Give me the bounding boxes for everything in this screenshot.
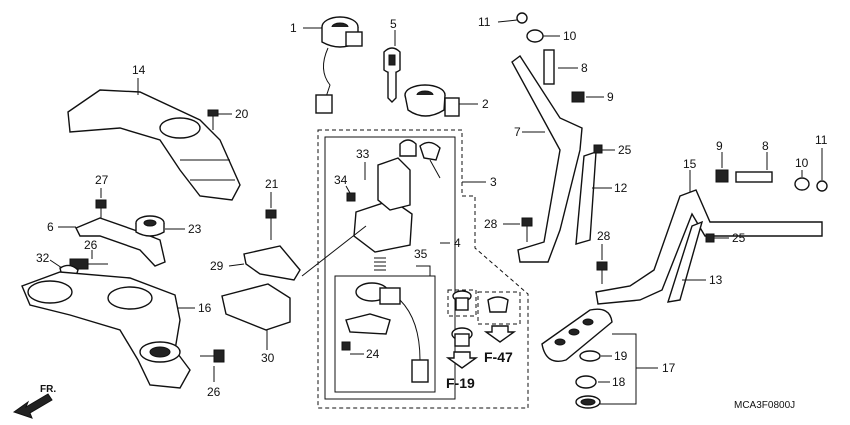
inner-assembly-box [324, 136, 456, 400]
key-fob-part[interactable] [541, 308, 613, 362]
sensor-part[interactable] [345, 282, 429, 383]
front-direction-arrow-icon [12, 393, 53, 419]
callout-32: 32 [36, 251, 50, 265]
callout-11a: 11 [478, 15, 491, 29]
callout-13: 13 [709, 273, 723, 287]
f19-box [447, 289, 477, 317]
handle-pipe-left-part[interactable] [595, 189, 823, 305]
callout-28a: 28 [484, 217, 498, 231]
lock-cover-part[interactable] [404, 84, 460, 117]
callout-12: 12 [614, 181, 628, 195]
callout-26b: 26 [207, 385, 221, 399]
callout-35: 35 [414, 247, 428, 261]
callout-29: 29 [210, 259, 224, 273]
callout-23: 23 [188, 222, 202, 236]
callout-11b: 11 [815, 133, 828, 147]
callout-25b: 25 [732, 231, 746, 245]
switch-body-part[interactable] [353, 139, 441, 253]
bolt-21-part[interactable] [265, 209, 277, 240]
callout-3: 3 [490, 175, 497, 189]
callout-9a: 9 [607, 90, 614, 104]
bar-end-8-lower-part[interactable] [735, 171, 773, 183]
f19-part[interactable] [451, 290, 473, 347]
bolt-11-upper-part[interactable] [516, 12, 528, 24]
diagram-code: MCA3F0800J [734, 400, 795, 411]
callout-8a: 8 [581, 61, 588, 75]
f47-arrow-icon [483, 325, 517, 343]
callout-1: 1 [290, 21, 297, 35]
nut-9-lower-part[interactable] [715, 169, 729, 183]
callout-5: 5 [390, 17, 397, 31]
callout-8b: 8 [762, 139, 769, 153]
cover-30-part[interactable] [221, 283, 291, 331]
callout-33: 33 [356, 147, 370, 161]
callout-9b: 9 [716, 139, 723, 153]
screw-24-part[interactable] [341, 341, 351, 351]
nut-9-upper-part[interactable] [571, 91, 585, 103]
callout-17: 17 [662, 361, 676, 375]
bracket-13-part[interactable] [666, 220, 704, 303]
bolt-28-upper-part[interactable] [521, 217, 533, 242]
fob-ring-18-part[interactable] [575, 375, 597, 389]
callout-25a: 25 [618, 143, 632, 157]
bolt-25-lower-part[interactable] [705, 233, 715, 243]
nut-23-part[interactable] [135, 215, 165, 237]
rubber-10-lower-part[interactable] [794, 177, 810, 191]
screw-34-part[interactable] [346, 192, 356, 202]
callout-26a: 26 [84, 238, 98, 252]
bolt-26-upper-part[interactable] [69, 258, 108, 270]
callout-30: 30 [261, 351, 275, 365]
ref-f47: F-47 [484, 349, 513, 365]
callout-21: 21 [265, 177, 279, 191]
callout-7: 7 [514, 125, 521, 139]
ref-f19: F-19 [446, 375, 475, 391]
callout-34: 34 [334, 173, 348, 187]
callout-14: 14 [132, 63, 146, 77]
fob-cap-part[interactable] [575, 395, 601, 409]
callout-18: 18 [612, 375, 626, 389]
bolt-27-part[interactable] [95, 199, 107, 220]
callout-28b: 28 [597, 229, 611, 243]
sub-assembly-box [334, 275, 436, 393]
callout-16: 16 [198, 301, 212, 315]
callout-6: 6 [47, 220, 54, 234]
callout-19: 19 [614, 349, 628, 363]
bolt-25-upper-part[interactable] [593, 144, 603, 154]
assembly-outline [317, 129, 529, 409]
callout-2: 2 [482, 97, 489, 111]
bracket-29-part[interactable] [243, 245, 301, 281]
callout-10a: 10 [563, 29, 577, 43]
key-part[interactable] [383, 47, 401, 103]
ignition-cylinder-part[interactable] [315, 16, 363, 114]
f47-part[interactable] [487, 296, 509, 313]
callout-20: 20 [235, 107, 249, 121]
rubber-10-upper-part[interactable] [526, 29, 544, 43]
bolt-26-lower-part[interactable] [200, 349, 225, 363]
bar-end-8-upper-part[interactable] [543, 49, 555, 85]
bracket-12-part[interactable] [575, 151, 597, 245]
fob-ring-19-part[interactable] [579, 350, 601, 362]
f47-box [477, 291, 521, 325]
bracket-6-part[interactable] [75, 217, 166, 267]
bolt-28-lower-part[interactable] [596, 261, 608, 284]
callout-27: 27 [95, 173, 109, 187]
callout-10b: 10 [795, 156, 809, 170]
front-direction-label: FR. [40, 384, 56, 395]
f19-arrow-icon [445, 351, 479, 369]
bolt-20-part[interactable] [207, 109, 219, 130]
bolt-11-lower-part[interactable] [816, 180, 828, 192]
handlebar-cover-part[interactable] [67, 89, 241, 201]
top-bridge-part[interactable] [21, 271, 191, 389]
callout-15: 15 [683, 157, 697, 171]
callout-24: 24 [366, 347, 380, 361]
spring-part[interactable] [374, 257, 386, 271]
callout-4: 4 [454, 236, 461, 250]
handle-pipe-right-part[interactable] [511, 54, 583, 263]
